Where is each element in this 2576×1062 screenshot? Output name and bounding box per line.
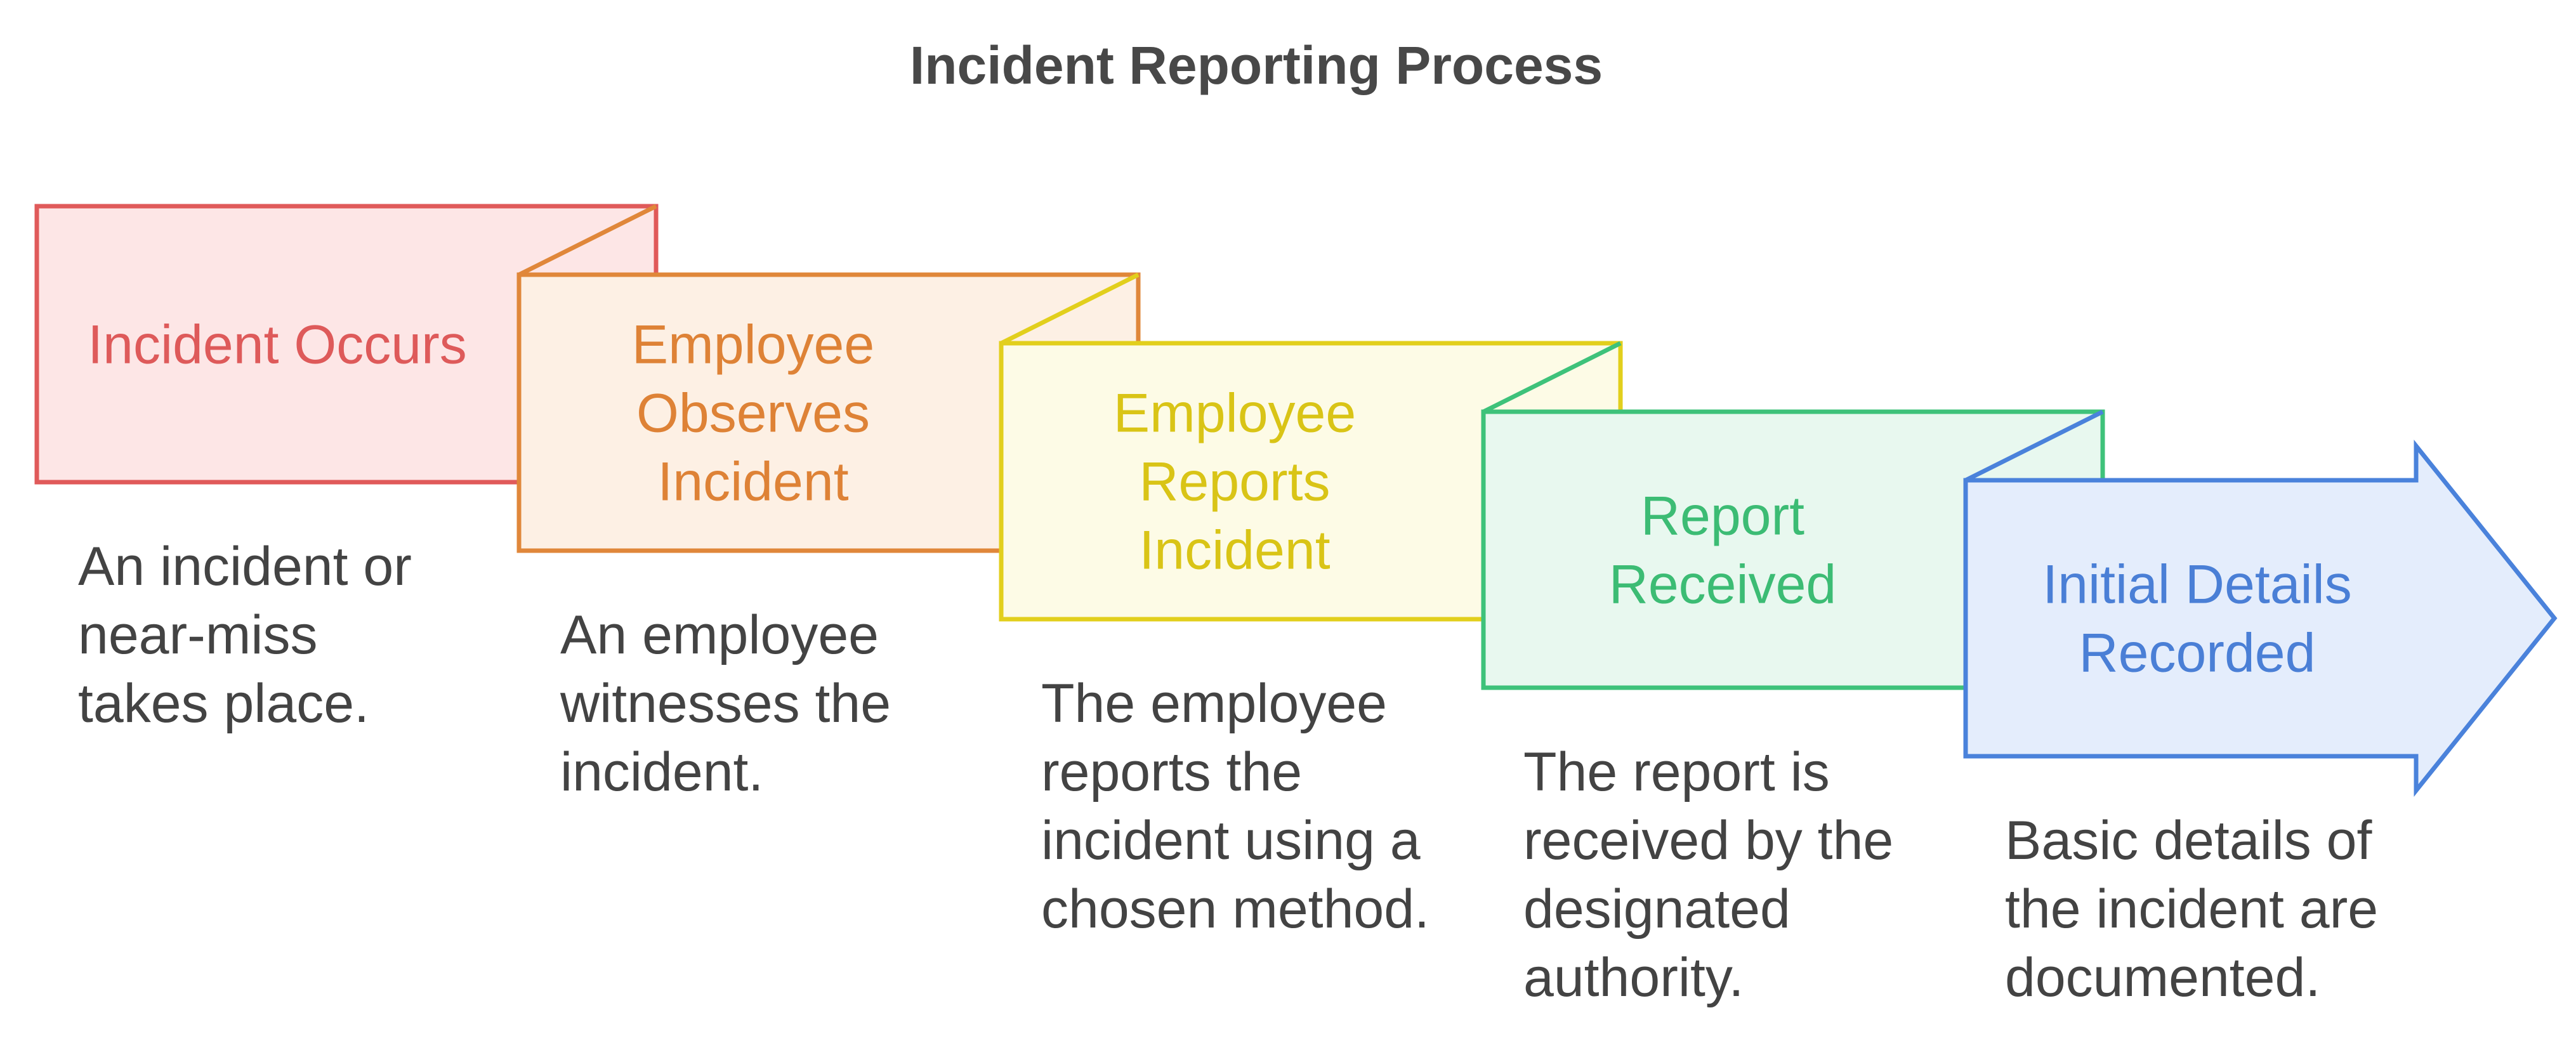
step-fold-5 (1964, 409, 2104, 483)
step-fold-4 (1482, 341, 1622, 414)
step-fold-3 (1000, 272, 1140, 346)
step-label-1: Incident Occurs (88, 315, 466, 376)
step-shape-5 (1963, 440, 2558, 797)
step-fold-2 (518, 204, 657, 277)
process-shapes (34, 204, 2558, 797)
diagram-title: Incident Reporting Process (910, 36, 1603, 95)
